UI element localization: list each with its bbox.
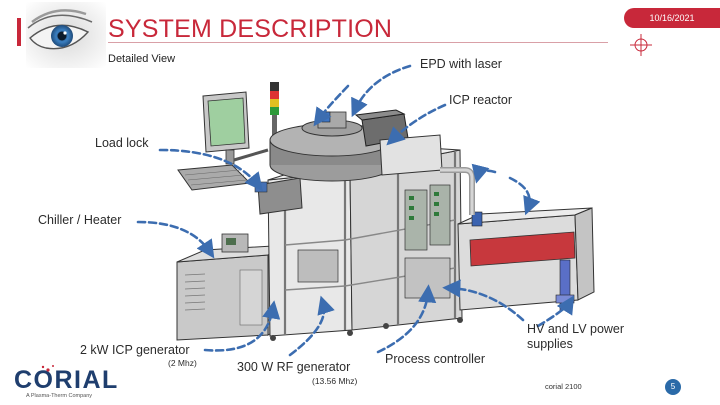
- label-icp-reactor: ICP reactor: [449, 93, 512, 107]
- date-badge: 10/16/2021: [624, 8, 720, 28]
- arrow-chiller: [136, 220, 215, 259]
- arrow-epd-2: [313, 84, 350, 127]
- arrow-process-controller: [376, 284, 437, 354]
- title-accent-bar: [17, 18, 21, 46]
- arrow-hv-lv-2: [536, 295, 575, 328]
- arrow-pipe: [471, 163, 497, 184]
- corial-logo: CORIAL A Plasma-Therm Company: [14, 365, 119, 399]
- arrow-icp-gen: [203, 300, 281, 352]
- crosshair-icon: [630, 34, 652, 56]
- title-rule: [108, 42, 608, 43]
- arrow-hv-lv: [442, 279, 525, 322]
- label-icp-generator-frequency: (2 Mhz): [168, 358, 197, 368]
- label-rf-generator-frequency: (13.56 Mhz): [312, 376, 358, 386]
- page-number: 5: [665, 379, 681, 395]
- eye-logo-icon: [26, 2, 106, 68]
- arrow-load-lock: [158, 148, 263, 192]
- footer-product-name: corial 2100: [545, 382, 582, 391]
- load-lock: [257, 177, 303, 215]
- monitor-icon: [202, 91, 269, 165]
- subtitle: Detailed View: [108, 53, 176, 65]
- label-rf-generator: 300 W RF generator: [237, 360, 351, 374]
- label-epd-laser: EPD with laser: [420, 57, 502, 71]
- signal-tower-icon: [270, 82, 279, 137]
- arrow-rf-gen: [288, 295, 335, 357]
- corial-wordmark: CORIAL: [14, 366, 119, 394]
- corial-tagline: A Plasma-Therm Company: [26, 393, 92, 399]
- arrow-circulation: [508, 176, 541, 216]
- label-process-controller: Process controller: [385, 352, 486, 366]
- label-chiller-heater: Chiller / Heater: [38, 213, 122, 227]
- label-icp-generator: 2 kW ICP generator: [80, 343, 190, 357]
- page-title: SYSTEM DESCRIPTION: [108, 15, 393, 43]
- label-load-lock: Load lock: [95, 136, 149, 150]
- label-hv-lv-power-supplies: HV and LV power supplies: [527, 322, 625, 351]
- arrow-icp-reactor: [386, 103, 447, 146]
- arrow-epd: [351, 64, 412, 118]
